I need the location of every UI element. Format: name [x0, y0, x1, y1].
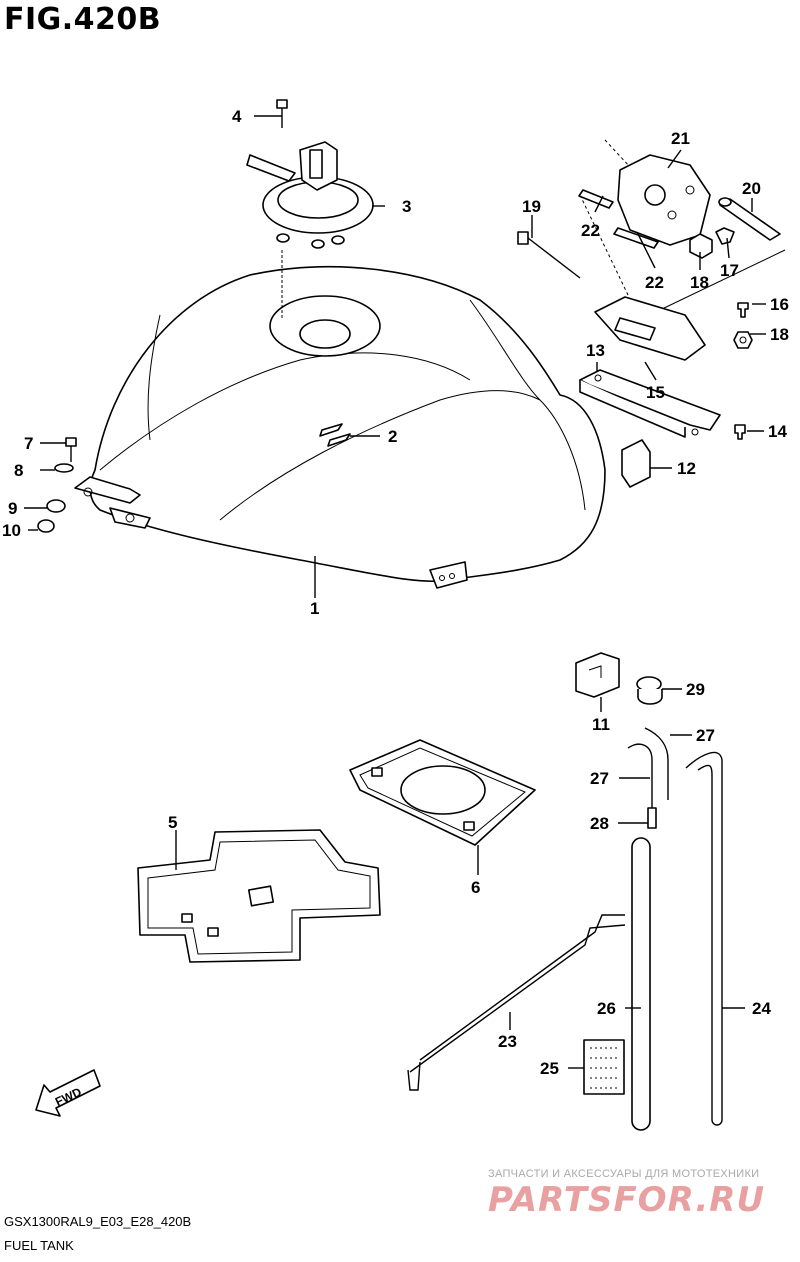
callout-19: 19 — [522, 197, 541, 216]
callout-3: 3 — [402, 197, 411, 216]
callout-29: 29 — [686, 680, 705, 699]
callout-1: 1 — [310, 599, 319, 618]
fuel-tank-part — [74, 266, 606, 589]
callout-27a: 27 — [696, 726, 715, 745]
watermark-tagline: ЗАПЧАСТИ И АКСЕССУАРЫ ДЛЯ МОТОТЕХНИКИ — [488, 1168, 760, 1180]
figure-name: FUEL TANK — [4, 1238, 74, 1253]
callout-14: 14 — [768, 422, 787, 441]
callout-7: 7 — [24, 434, 33, 453]
callout-5: 5 — [168, 813, 177, 832]
callout-25: 25 — [540, 1059, 559, 1078]
callout-26: 26 — [597, 999, 616, 1018]
callout-15: 15 — [646, 383, 665, 402]
bolt-part — [276, 99, 288, 128]
callout-24: 24 — [752, 999, 771, 1018]
heat-protector-part — [349, 739, 536, 846]
callout-20: 20 — [742, 179, 761, 198]
watermark-logo: PARTSFOR.RU — [488, 1180, 766, 1220]
filler-cap-part — [246, 141, 374, 249]
tank-cushion-part — [137, 829, 381, 963]
figure-title: FIG.420B — [4, 2, 162, 37]
callout-17: 17 — [720, 261, 739, 280]
callout-22a: 22 — [581, 221, 600, 240]
callout-18b: 18 — [770, 325, 789, 344]
callout-22b: 22 — [645, 273, 664, 292]
callout-8: 8 — [14, 461, 23, 480]
callout-13: 13 — [586, 341, 605, 360]
callout-18a: 18 — [690, 273, 709, 292]
callout-11: 11 — [592, 715, 610, 734]
callout-27b: 27 — [590, 769, 609, 788]
callout-12: 12 — [677, 459, 696, 478]
callout-10: 10 — [2, 521, 21, 540]
callout-28: 28 — [590, 814, 609, 833]
figure-model-code: GSX1300RAL9_E03_E28_420B — [4, 1214, 192, 1229]
callout-16: 16 — [770, 295, 789, 314]
callout-labels: 4 3 2 1 7 8 9 10 21 20 19 22 22 18 17 16… — [2, 107, 789, 1078]
leader-lines — [24, 115, 766, 1069]
fwd-arrow-icon: FWD — [35, 1069, 101, 1117]
callout-4: 4 — [232, 107, 242, 126]
callout-21: 21 — [671, 129, 690, 148]
callout-2: 2 — [388, 427, 397, 446]
callout-23: 23 — [498, 1032, 517, 1051]
fastener-parts — [37, 437, 77, 533]
rear-bracket-assembly — [517, 139, 786, 488]
callout-6: 6 — [471, 878, 480, 897]
callout-9: 9 — [8, 499, 17, 518]
hose-parts — [407, 652, 723, 1131]
